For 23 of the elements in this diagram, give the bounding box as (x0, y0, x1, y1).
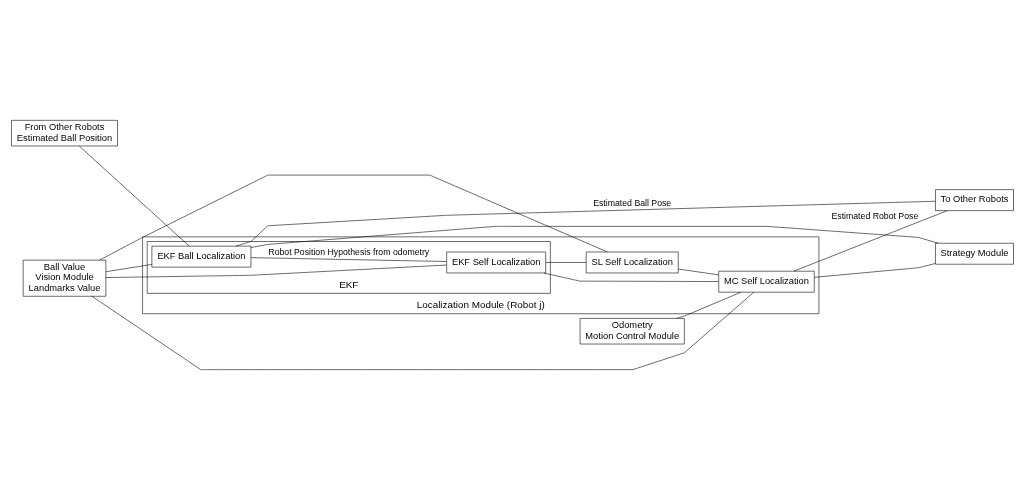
node-box: EKF Self Localization (446, 251, 546, 273)
edge-label: Robot Position Hypothesis from odometry (268, 246, 430, 257)
node-box: From Other Robots Estimated Ball Position (11, 119, 118, 146)
connector (91, 291, 755, 370)
connector (814, 262, 936, 278)
node-box: Strategy Module (935, 242, 1014, 264)
connector (79, 145, 190, 246)
edge-label: Estimated Robot Pose (831, 210, 919, 221)
connector (543, 272, 719, 282)
connector (250, 225, 939, 248)
connector (676, 291, 742, 319)
node-box: Ball Value Vision Module Landmarks Value (22, 259, 107, 297)
connector (235, 200, 936, 246)
node-box: SL Self Localization (585, 251, 679, 273)
node-box: MC Self Localization (718, 270, 815, 292)
node-box: Odometry Motion Control Module (579, 317, 685, 344)
connector (545, 261, 587, 263)
node-box: EKF Ball Localization (151, 245, 252, 267)
connector (105, 264, 447, 278)
edge-label: Estimated Ball Pose (593, 197, 672, 208)
connector (105, 263, 153, 272)
node-box: To Other Robots (935, 188, 1014, 211)
connector (793, 209, 948, 271)
